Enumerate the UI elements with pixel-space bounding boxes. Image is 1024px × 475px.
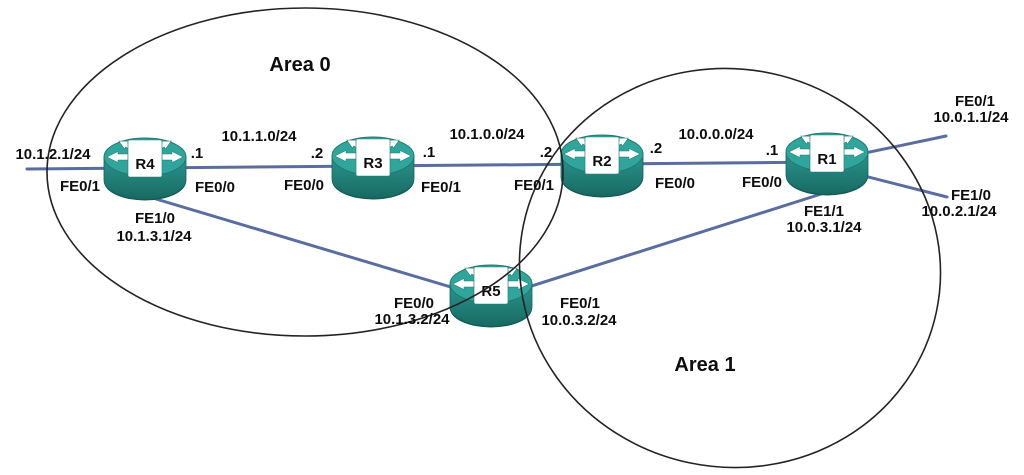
label-r2-fe01: FE0/1 [514,177,554,194]
area1-boundary [518,67,942,469]
label-r1-fe00: FE0/0 [742,174,782,191]
label-r4-fe10: FE1/0 [135,210,175,227]
label-r4-west-ip: 10.1.2.1/24 [15,146,91,163]
label-r3-fe01: FE0/1 [421,179,461,196]
label-r4-fe00: FE0/0 [195,179,235,196]
area1-title: Area 1 [674,354,735,376]
label-r5-fe00-ip: 10.1.3.2/24 [374,311,450,328]
label-r2-dot2-left: .2 [540,144,553,161]
label-r1-fe10-ip: 10.0.2.1/24 [921,203,997,220]
label-r3-fe00: FE0/0 [284,177,324,194]
label-r5-fe00: FE0/0 [394,295,434,312]
label-r1-fe01-ip: 10.0.1.1/24 [933,109,1009,126]
label-r2-fe00: FE0/0 [655,175,695,192]
label-r1-dot1: .1 [766,142,779,159]
router-r3: R3 [331,135,415,200]
label-r1-fe11-ip: 10.0.3.1/24 [786,219,862,236]
label-net-r2-r1: 10.0.0.0/24 [678,126,754,143]
router-r4-label: R4 [135,156,155,173]
label-r3-dot1: .1 [423,144,436,161]
label-r4-fe01: FE0/1 [60,178,100,195]
router-r5: R5 [449,263,533,328]
label-r1-fe01: FE0/1 [955,93,995,110]
label-r1-fe11: FE1/1 [804,203,844,220]
label-r5-fe01: FE0/1 [560,295,600,312]
router-r3-label: R3 [363,155,382,172]
router-r2: R2 [560,133,644,198]
label-r5-fe01-ip: 10.0.3.2/24 [541,312,617,329]
label-r2-dot2-right: .2 [650,140,663,157]
label-net-r3-r2: 10.1.0.0/24 [449,126,525,143]
label-r4-dot1: .1 [191,145,204,162]
area0-title: Area 0 [269,54,330,76]
router-r1-label: R1 [817,151,836,168]
label-net-r4-r3: 10.1.1.0/24 [221,128,297,145]
link-r4-r5 [144,194,493,301]
label-r4-fe10-ip: 10.1.3.1/24 [116,228,192,245]
router-r5-label: R5 [481,283,500,300]
router-r4: R4 [103,136,187,201]
router-r1: R1 [785,131,869,196]
area0-boundary [46,7,564,337]
link-r5-r1 [495,186,842,299]
label-r1-fe10: FE1/0 [951,187,991,204]
label-r3-dot2: .2 [311,145,324,162]
router-r2-label: R2 [592,153,611,170]
